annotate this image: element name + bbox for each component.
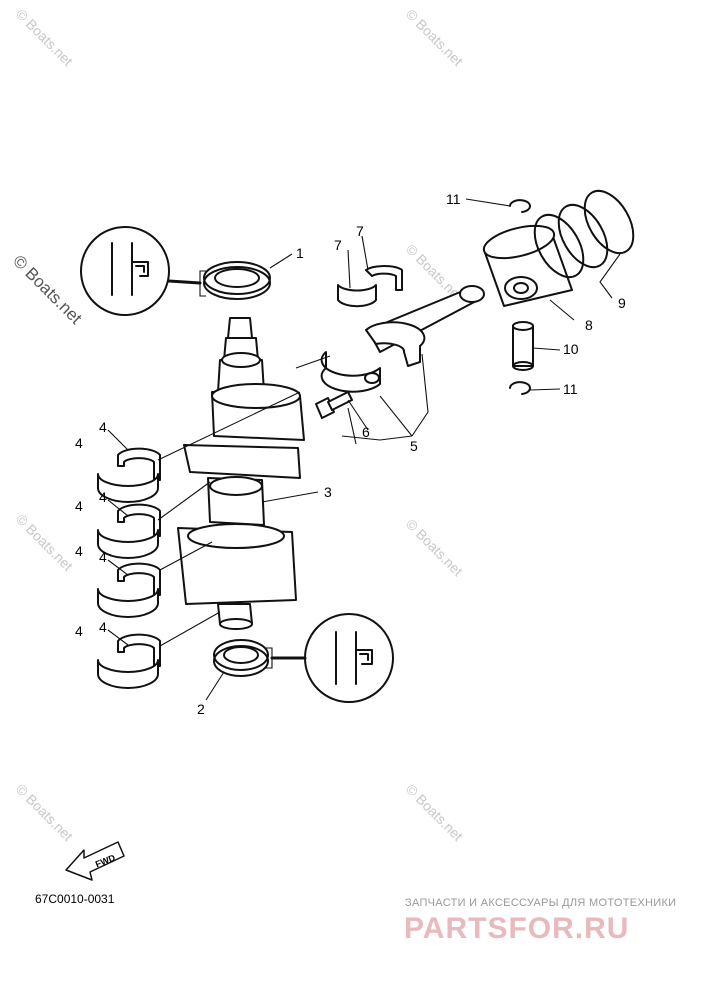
main-bearing-1	[97, 447, 161, 503]
circlip-upper	[509, 199, 531, 213]
oil-seal-lower	[213, 639, 273, 677]
leader-lines	[107, 198, 621, 701]
seal-detail-circle-lower	[270, 613, 394, 703]
watermark-tile: © Boats.net	[13, 511, 76, 574]
main-bearing-4	[97, 633, 161, 689]
crankshaft	[177, 317, 305, 630]
piston-rings	[533, 189, 635, 279]
callout-5: 5	[410, 438, 418, 454]
brand-logo: ЗАПЧАСТИ И АКСЕССУАРЫ ДЛЯ МОТОТЕХНИКИ PA…	[404, 897, 676, 945]
diagram-code: 67C0010-0031	[35, 892, 115, 906]
watermark-tile: © Boats.net	[403, 781, 466, 844]
piston-pin	[512, 321, 534, 371]
seal-detail-circle-upper	[80, 226, 202, 316]
callouts: 1 2 3 4 4 4 4 4 4 4 4 5 6 7 7 8 9 10 11 …	[75, 191, 626, 717]
main-bearing-2	[97, 503, 161, 559]
callout-4: 4	[75, 435, 83, 451]
connecting-rod	[320, 285, 485, 393]
brand-site: PARTSFOR.RU	[404, 912, 629, 945]
callout-4: 4	[99, 549, 107, 565]
callout-11: 11	[563, 381, 578, 397]
watermark-tile: © Boats.net	[403, 516, 466, 579]
main-bearing-3	[97, 562, 161, 618]
brand-tagline: ЗАПЧАСТИ И АКСЕССУАРЫ ДЛЯ МОТОТЕХНИКИ	[405, 897, 676, 909]
callout-7: 7	[334, 237, 342, 253]
callout-8: 8	[585, 317, 593, 333]
callout-4: 4	[75, 623, 83, 639]
callout-3: 3	[324, 484, 332, 500]
callout-2: 2	[197, 701, 205, 717]
copyright-watermark: © Boats.net	[9, 251, 86, 328]
callout-4: 4	[99, 419, 107, 435]
conrod-bolt	[315, 391, 353, 419]
callout-4: 4	[99, 489, 107, 505]
callout-6: 6	[362, 424, 370, 440]
piston	[482, 224, 573, 307]
watermark-tile: © Boats.net	[403, 6, 466, 69]
callout-1: 1	[296, 245, 304, 261]
callout-11: 11	[446, 191, 461, 207]
watermark-tile: © Boats.net	[13, 781, 76, 844]
watermark-tile: © Boats.net	[13, 6, 76, 69]
callout-7: 7	[356, 223, 364, 239]
conrod-bearing-pair	[337, 265, 403, 308]
callout-9: 9	[618, 295, 626, 311]
callout-4: 4	[99, 619, 107, 635]
oil-seal-upper	[199, 261, 271, 300]
callout-10: 10	[563, 341, 579, 357]
callout-4: 4	[75, 543, 83, 559]
circlip-lower	[509, 381, 531, 395]
fwd-arrow-icon: FWD	[65, 841, 125, 881]
callout-4: 4	[75, 498, 83, 514]
